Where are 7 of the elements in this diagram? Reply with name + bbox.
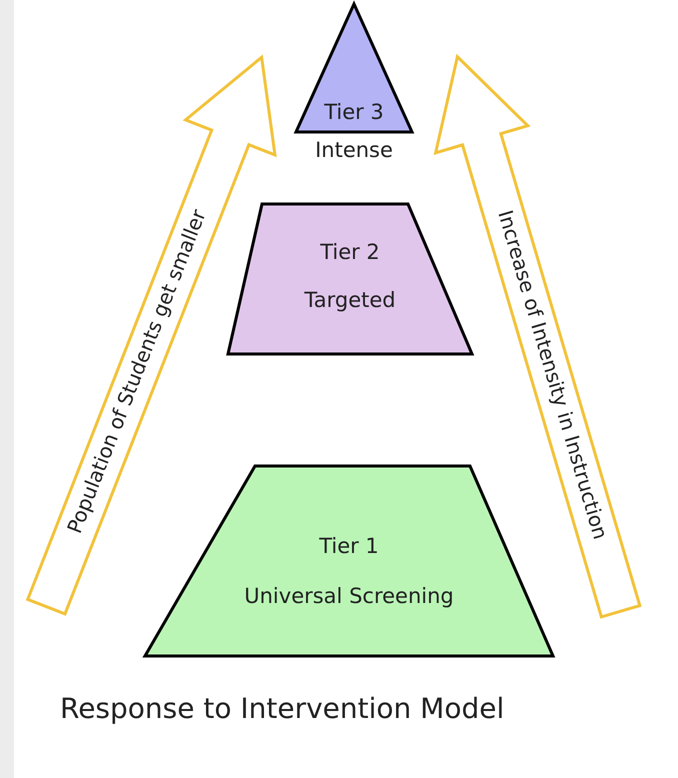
- diagram-caption: Response to Intervention Model: [60, 692, 504, 725]
- tier-label: Universal Screening: [244, 584, 454, 608]
- tier-label: Tier 2: [320, 240, 380, 264]
- tier-label: Tier 1: [319, 534, 379, 558]
- tier-label: Targeted: [304, 288, 396, 312]
- tier-label: Tier 3: [324, 100, 384, 124]
- tier-caption: Intense: [315, 138, 393, 162]
